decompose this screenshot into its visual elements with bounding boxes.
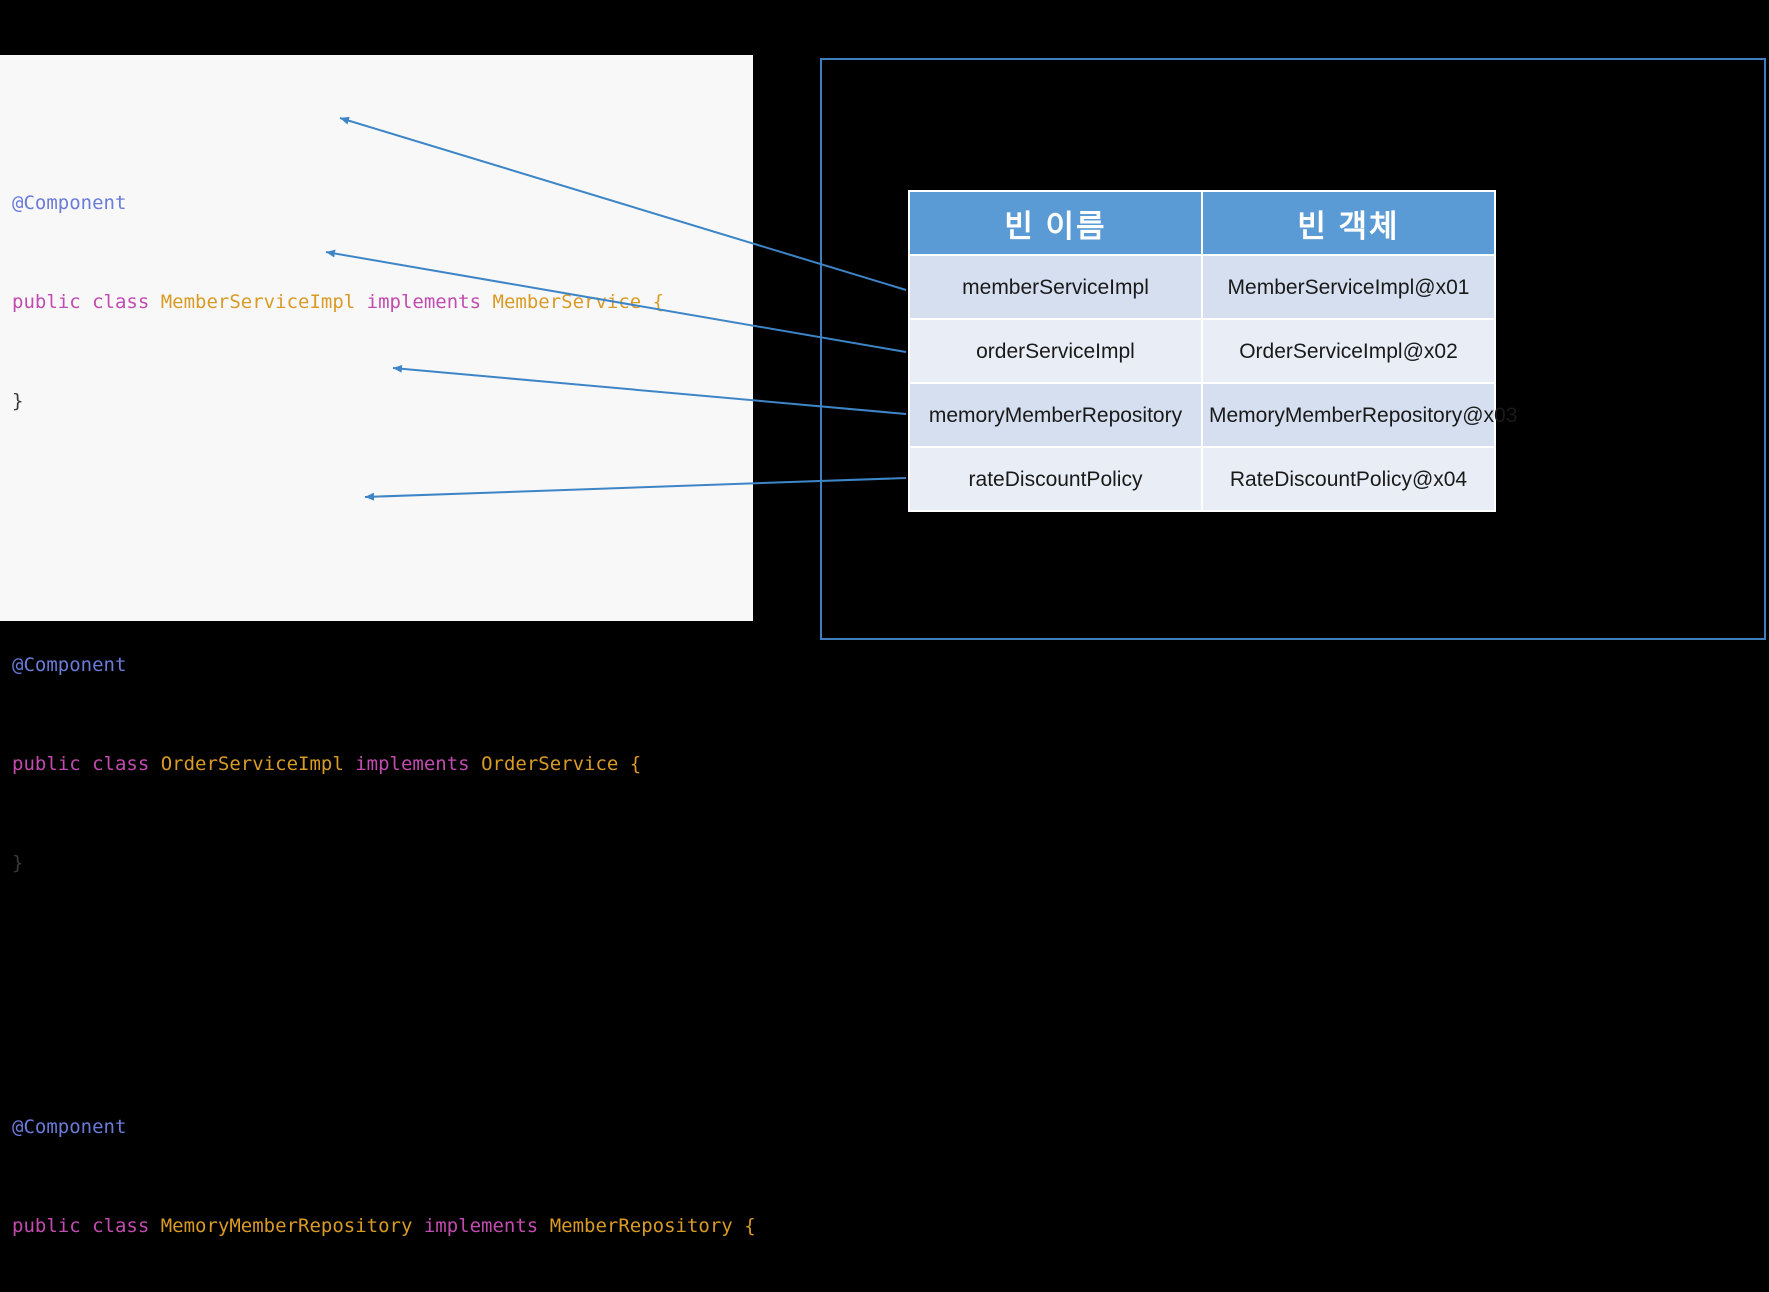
annotation-text: @Component [12,192,127,214]
cell-bean-name: memberServiceImpl [910,256,1201,318]
table-row: memberServiceImpl MemberServiceImpl@x01 [910,256,1494,318]
code-annotation-line: @Component [0,1111,753,1144]
keyword-public-class: public class [12,1215,150,1237]
space [733,1215,744,1237]
open-brace: { [652,291,665,313]
close-brace: } [12,390,24,412]
space [481,291,492,313]
class-name-orderserviceimpl: OrderServiceImpl [160,753,344,775]
space [355,291,366,313]
table-row: memoryMemberRepository MemoryMemberRepos… [910,384,1517,446]
annotation-text: @Component [12,1116,127,1138]
space [412,1215,423,1237]
code-class-declaration-line: public class MemberServiceImpl implement… [0,286,753,319]
cell-bean-object: MemoryMemberRepository@x03 [1203,384,1517,446]
keyword-implements: implements [366,291,482,313]
code-class-declaration-line: public class OrderServiceImpl implements… [0,748,753,781]
table-row: orderServiceImpl OrderServiceImpl@x02 [910,320,1494,382]
cell-bean-object: RateDiscountPolicy@x04 [1203,448,1494,510]
table-header-row: 빈 이름 빈 객체 [910,192,1494,254]
code-annotation-line: @Component [0,187,753,220]
annotation-text: @Component [12,654,127,676]
keyword-public-class: public class [12,753,150,775]
interface-name-memberservice: MemberService [492,291,642,313]
code-close-brace-line: } [0,385,753,418]
space [149,1215,160,1237]
class-name-memberserviceimpl: MemberServiceImpl [160,291,356,313]
open-brace: { [744,1215,756,1237]
cell-bean-name: orderServiceImpl [910,320,1201,382]
cell-bean-name: rateDiscountPolicy [910,448,1201,510]
space [149,291,160,313]
class-name-memorymemberrepository: MemoryMemberRepository [160,1215,413,1237]
code-blank-line [0,484,753,517]
interface-name-memberrepository: MemberRepository [549,1215,733,1237]
column-header-bean-name: 빈 이름 [910,192,1201,254]
space [641,291,652,313]
close-brace: } [12,852,24,874]
bean-table: 빈 이름 빈 객체 memberServiceImpl MemberServic… [908,190,1517,512]
code-close-brace-line: } [0,847,753,880]
keyword-implements: implements [355,753,470,775]
space [149,753,160,775]
cell-bean-object: OrderServiceImpl@x02 [1203,320,1494,382]
code-panel: @Component public class MemberServiceImp… [0,55,756,1237]
space [538,1215,549,1237]
space [618,753,629,775]
space [344,753,355,775]
open-brace: { [629,753,642,775]
cell-bean-object: MemberServiceImpl@x01 [1203,256,1494,318]
table-row: rateDiscountPolicy RateDiscountPolicy@x0… [910,448,1494,510]
code-class-declaration-line: public class MemoryMemberRepository impl… [0,1210,756,1243]
keyword-public-class: public class [12,291,150,313]
code-blank-line [0,946,753,979]
slide-canvas: @Component public class MemberServiceImp… [0,55,1766,1237]
code-annotation-line: @Component [0,649,753,682]
interface-name-orderservice: OrderService [481,753,619,775]
column-header-bean-object: 빈 객체 [1203,192,1494,254]
keyword-implements: implements [423,1215,539,1237]
cell-bean-name: memoryMemberRepository [910,384,1201,446]
space [470,753,481,775]
